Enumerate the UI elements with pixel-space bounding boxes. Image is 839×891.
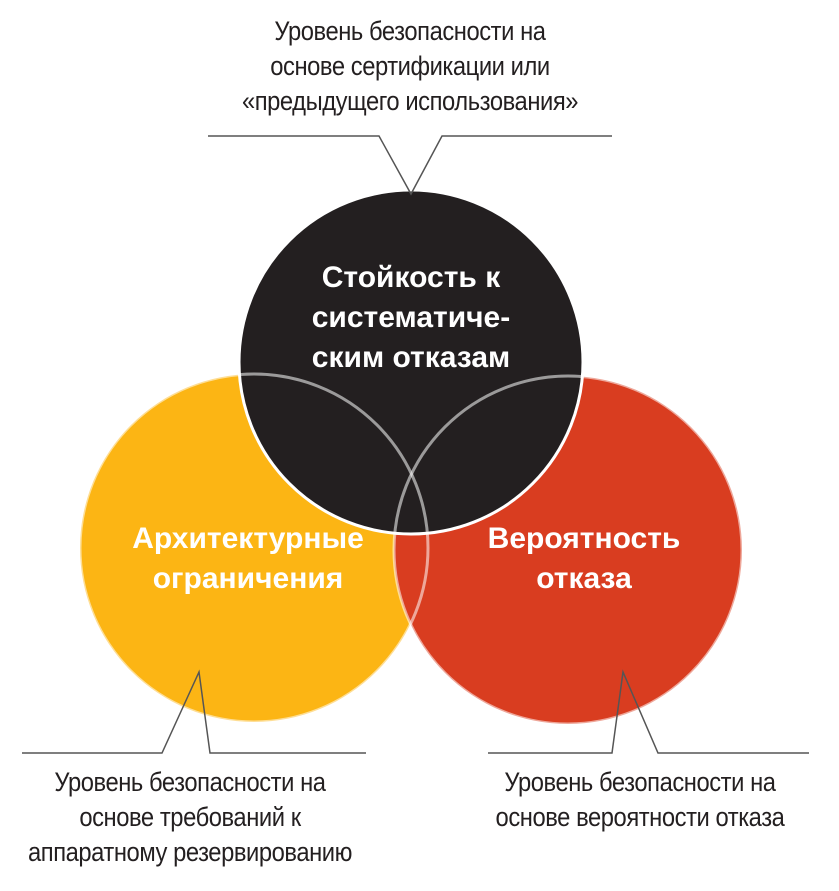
caption-line: Уровень безопасности на — [274, 16, 546, 46]
top-callout-text: Уровень безопасности на основе сертифика… — [190, 14, 630, 119]
caption-line: основе вероятности отказа — [495, 802, 785, 832]
yellow-circle-outline — [78, 372, 430, 724]
label-systematic-failures: Стойкость к систематиче- ским отказам — [260, 258, 562, 378]
top-callout-line — [208, 135, 612, 196]
left-callout-text: Уровень безопасности на основе требовани… — [0, 765, 392, 870]
label-line: ским отказам — [311, 341, 511, 374]
caption-line: аппаратному резервированию — [27, 837, 353, 867]
caption-line: «предыдущего использования» — [241, 86, 579, 116]
label-line: Архитектурные — [132, 522, 364, 555]
label-line: Вероятность — [487, 522, 681, 555]
caption-line: Уровень безопасности на — [504, 767, 776, 797]
label-line: отказа — [536, 562, 632, 595]
left-callout-line — [22, 669, 366, 754]
caption-line: Уровень безопасности на — [54, 767, 326, 797]
right-callout-line — [488, 669, 809, 754]
black-circle — [237, 188, 585, 536]
caption-line: основе сертификации или — [270, 51, 550, 81]
label-line: ограничения — [152, 562, 344, 595]
red-circle-outline — [392, 374, 744, 726]
right-callout-text: Уровень безопасности на основе вероятнос… — [446, 765, 833, 835]
label-architectural-constraints: Архитектурные ограничения — [98, 519, 398, 599]
label-line: систематиче- — [311, 301, 511, 334]
label-failure-probability: Вероятность отказа — [434, 519, 734, 599]
caption-line: основе требований к — [79, 802, 301, 832]
label-line: Стойкость к — [321, 261, 501, 294]
